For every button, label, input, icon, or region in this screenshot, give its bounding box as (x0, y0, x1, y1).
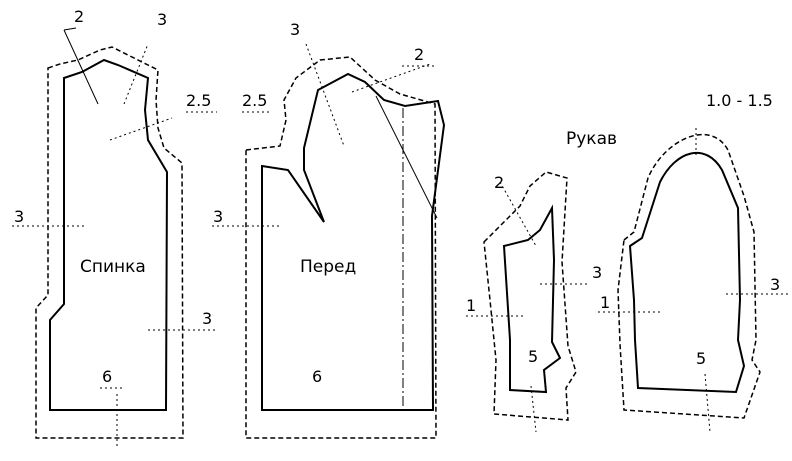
back-side-right-allowance: 3 (202, 309, 212, 328)
sleeve-right-right-allowance: 3 (770, 275, 780, 294)
front-side-allowance: 3 (213, 207, 223, 226)
back-label: Спинка (80, 257, 146, 277)
sleeve-left-hem-allowance: 5 (528, 347, 538, 366)
sleeve-left-seam-allowance (483, 171, 577, 421)
back-shoulder-leader (123, 43, 149, 105)
front-seam-allowance (245, 56, 437, 439)
sleeve-right-hem-allowance: 5 (696, 349, 706, 368)
sleeve-left-left-allowance: 1 (466, 296, 476, 315)
back-side-left-allowance: 3 (14, 207, 24, 226)
sleeve-right-cut-line (628, 151, 746, 394)
front-piece: Перед 3 2 2.5 3 6 (212, 20, 446, 439)
front-neck-allowance: 3 (290, 20, 300, 39)
sleeve-left-cut-line (502, 204, 562, 394)
back-armhole-leader (109, 117, 173, 141)
front-cut-line (261, 72, 446, 411)
back-dart-mark (63, 27, 99, 105)
back-shoulder-top-allowance: 2 (74, 7, 84, 26)
front-armhole-allowance: 2.5 (242, 91, 267, 110)
back-seam-allowance (35, 46, 184, 439)
sleeve-label: Рукав (566, 129, 617, 149)
front-shoulder-allowance: 2 (414, 45, 424, 64)
sleeve-left-top-leader (499, 181, 537, 247)
sleeve-left-top-allowance: 2 (494, 173, 504, 192)
sleeve-left-hem-leader (530, 385, 537, 433)
sleeve-right-hem-leader (704, 373, 711, 433)
front-hem-allowance: 6 (312, 367, 322, 386)
back-piece: Спинка 2 3 2.5 3 3 6 (12, 7, 218, 448)
sleeve-left-part: 2 1 3 5 (466, 171, 602, 433)
back-cut-line (49, 58, 169, 411)
front-armhole-line (375, 95, 438, 219)
sleeve-cap-allowance: 1.0 - 1.5 (706, 91, 773, 110)
sleeve-right-seam-allowance (617, 133, 761, 419)
front-shoulder-leader (351, 63, 431, 93)
front-label: Перед (300, 257, 356, 277)
sleeve-left-right-allowance: 3 (592, 263, 602, 282)
back-shoulder-side-allowance: 3 (157, 10, 167, 29)
back-hem-allowance: 6 (102, 367, 112, 386)
back-armhole-allowance: 2.5 (186, 91, 211, 110)
front-neck-leader (305, 43, 345, 147)
sleeve-right-left-allowance: 1 (600, 293, 610, 312)
sleeve-right-part: Рукав 1.0 - 1.5 1 3 5 (566, 91, 790, 433)
